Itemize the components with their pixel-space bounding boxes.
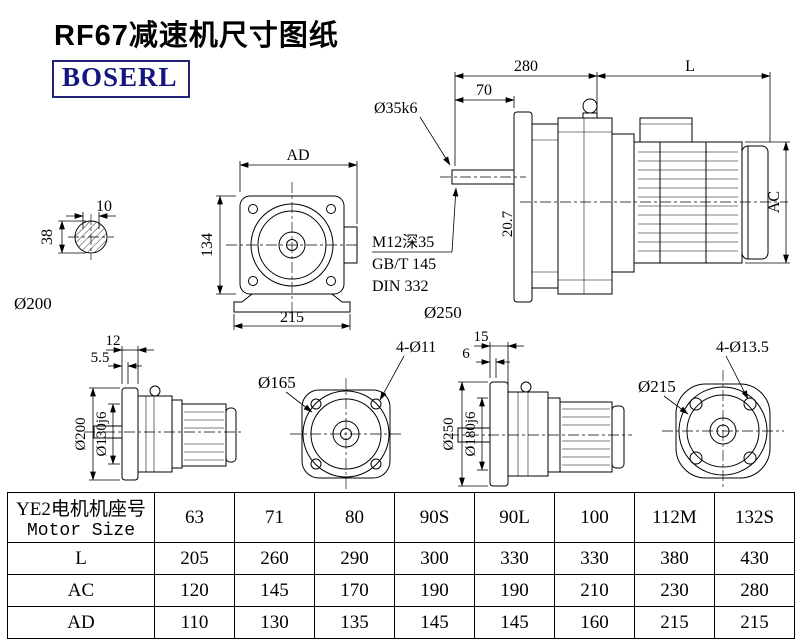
size-cell: 63	[154, 492, 235, 543]
dim-ad: AD	[286, 147, 309, 164]
value-cell: 215	[714, 606, 795, 639]
dim-5-5: 5.5	[91, 350, 110, 366]
value-cell: 300	[394, 542, 475, 575]
dim-spigot-large: Ø180j6	[463, 411, 479, 457]
dim-key-width: 10	[96, 198, 112, 215]
dim-12: 12	[106, 333, 121, 349]
value-cell: 290	[314, 542, 395, 575]
value-cell: 110	[154, 606, 235, 639]
value-cell: 120	[154, 574, 235, 607]
dim-shaft-height: 38	[39, 229, 56, 245]
motor-size-table: YE2电机机座号 Motor Size 63 71 80 90S 90L 100…	[7, 492, 795, 639]
value-cell: 210	[554, 574, 635, 607]
shaft-diameter-label: Ø200	[14, 294, 52, 313]
table-row-AD: AD 110 130 135 145 145 160 215 215	[7, 606, 795, 639]
bolt-holes-label-small: 4-Ø11	[396, 339, 436, 356]
size-cell: 80	[314, 492, 395, 543]
dim-6: 6	[462, 346, 470, 362]
size-cell: 71	[234, 492, 315, 543]
flange-front-view-small: 4-Ø11 Ø165	[258, 339, 436, 490]
bolt-holes-label-large: 4-Ø13.5	[716, 339, 769, 356]
flange-circle-label-small: Ø165	[258, 373, 296, 392]
tap-note-1: M12深35	[372, 233, 434, 251]
value-cell: 430	[714, 542, 795, 575]
tap-note-3: DIN 332	[372, 278, 428, 295]
dim-l: L	[685, 58, 695, 75]
dim-134: 134	[199, 233, 216, 257]
header-label-cn: YE2电机机座号	[16, 499, 146, 520]
flange-circle-label-large: Ø215	[638, 377, 676, 396]
tap-note-2: GB/T 145	[372, 256, 436, 273]
value-cell: 380	[634, 542, 715, 575]
flange-diameter-label: Ø250	[424, 303, 462, 322]
header-label-en: Motor Size	[26, 521, 136, 541]
table-header-row: YE2电机机座号 Motor Size 63 71 80 90S 90L 100…	[7, 492, 795, 543]
row-label: L	[7, 542, 155, 575]
size-cell: 90L	[474, 492, 555, 543]
dim-215: 215	[280, 309, 304, 326]
motor-size-header-cell: YE2电机机座号 Motor Size	[7, 492, 155, 543]
value-cell: 280	[714, 574, 795, 607]
value-cell: 130	[234, 606, 315, 639]
dim-15: 15	[474, 329, 489, 345]
value-cell: 215	[634, 606, 715, 639]
technical-drawing: 10 38 Ø200 AD	[14, 58, 790, 490]
dim-70: 70	[476, 82, 492, 99]
shaft-section-view: 10 38 Ø200	[14, 198, 116, 313]
shaft-diameter-callout: Ø35k6	[374, 100, 418, 117]
value-cell: 190	[394, 574, 475, 607]
size-cell: 132S	[714, 492, 795, 543]
side-assembly-view: 280 L 70 Ø35k6 AC 20.7 M12深35 GB/T 145 D…	[372, 58, 790, 322]
row-label: AD	[7, 606, 155, 639]
value-cell: 230	[634, 574, 715, 607]
value-cell: 160	[554, 606, 635, 639]
size-cell: 90S	[394, 492, 475, 543]
row-label: AC	[7, 574, 155, 607]
value-cell: 330	[474, 542, 555, 575]
dim-spigot-small: Ø130j6	[94, 411, 110, 457]
size-cell: 112M	[634, 492, 715, 543]
boserl-logo: BOSERL	[52, 60, 190, 98]
value-cell: 330	[554, 542, 635, 575]
value-cell: 145	[394, 606, 475, 639]
dim-280: 280	[514, 58, 538, 75]
value-cell: 135	[314, 606, 395, 639]
value-cell: 145	[234, 574, 315, 607]
table-row-AC: AC 120 145 170 190 190 210 230 280	[7, 574, 795, 607]
value-cell: 205	[154, 542, 235, 575]
flange-side-view-large: 15 6 Ø250 Ø180j6	[441, 329, 632, 487]
front-view: AD 134 215	[199, 147, 360, 330]
dim-ac: AC	[766, 191, 783, 213]
dim-flange-od-small: Ø200	[73, 417, 89, 450]
size-cell: 100	[554, 492, 635, 543]
value-cell: 190	[474, 574, 555, 607]
value-cell: 260	[234, 542, 315, 575]
page-title: RF67减速机尺寸图纸	[54, 20, 339, 52]
table-row-L: L 205 260 290 300 330 330 380 430	[7, 542, 795, 575]
flange-front-view-large: 4-Ø13.5 Ø215	[638, 339, 784, 490]
dim-20-7: 20.7	[500, 210, 516, 237]
value-cell: 170	[314, 574, 395, 607]
flange-side-view-small: 12 5.5 Ø200 Ø130j6	[73, 333, 242, 481]
dim-flange-od-large: Ø250	[441, 417, 457, 450]
value-cell: 145	[474, 606, 555, 639]
